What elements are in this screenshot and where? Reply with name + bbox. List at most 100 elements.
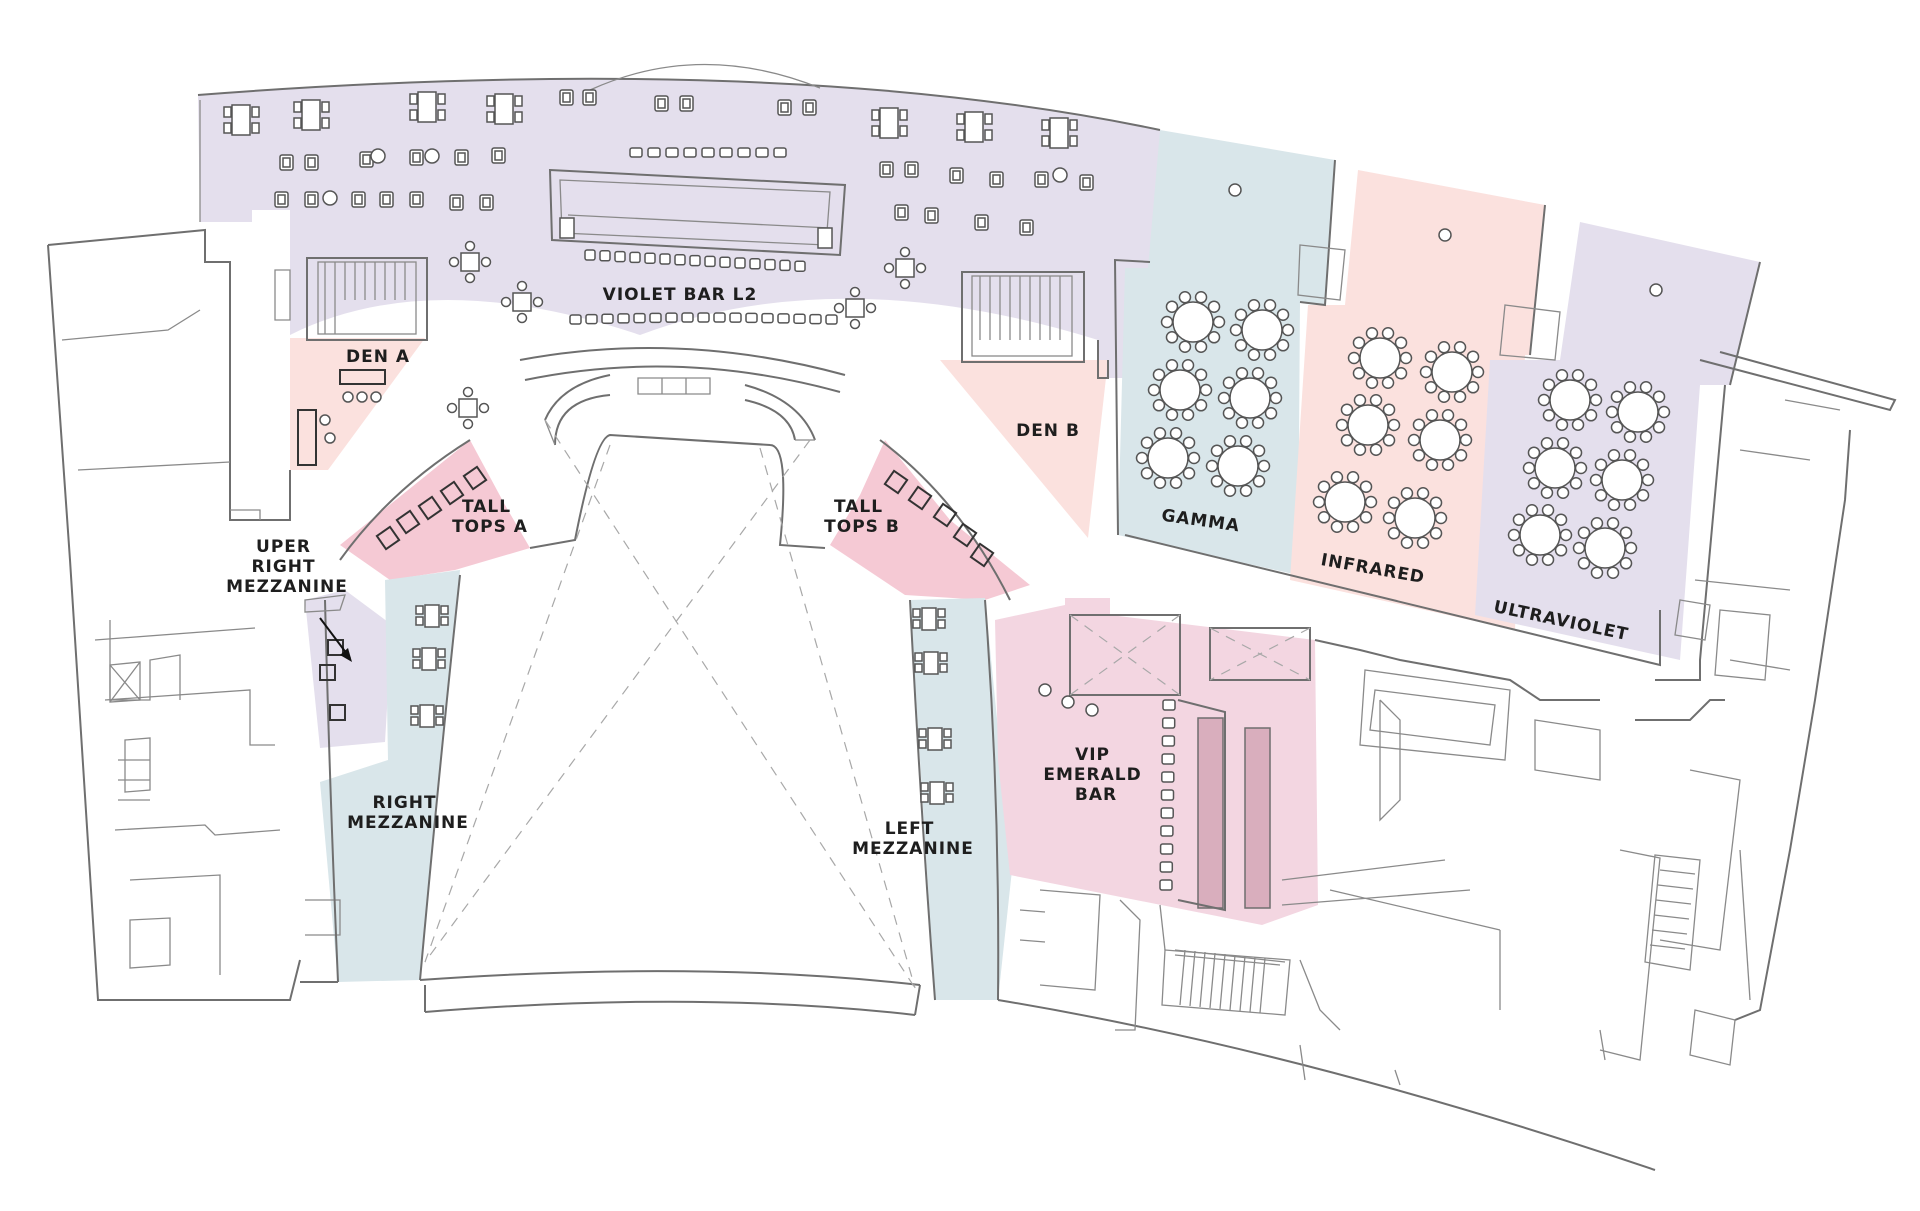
banquet-chair [1400,536,1414,549]
banquet-chair [1542,378,1556,391]
banquet-chair [1251,416,1265,429]
lounge-chair-seat [362,154,371,165]
banquet-round-table [1601,459,1643,501]
lounge-chair-seat [992,174,1001,185]
booth-seat [437,93,446,105]
banquet-chair [1269,391,1283,405]
four-top-chair [464,272,476,284]
banquet-chair [1181,359,1195,372]
banquet-chair [1387,527,1401,540]
zone-right-mezzanine[interactable] [320,570,460,982]
banquet-chair [1537,393,1551,407]
zone-violet-bar-l2[interactable] [198,78,1160,379]
banquet-chair [1639,381,1653,394]
banquet-chair [1525,504,1539,517]
booth-table [417,91,437,123]
banquet-chair [1574,461,1588,475]
lounge-chair-seat [952,170,961,181]
vip-bar-stool [1160,825,1174,837]
banquet-chair [1610,421,1624,434]
bar-stool [659,253,671,265]
lounge-chair-seat [897,207,906,218]
banquet-chair [1522,461,1536,475]
mezzanine-chair [914,652,923,662]
four-top-chair [899,246,911,258]
banquet-chair [1412,449,1426,462]
banquet-chair [1247,299,1261,312]
banquet-chair [1466,350,1480,363]
zone-uper-right-mezzanine[interactable] [305,590,392,748]
lounge-chair-seat [282,157,291,168]
tall-top-table [932,502,958,528]
lounge-chair-seat [277,194,286,205]
banquet-chair [1412,418,1426,431]
four-top-chair [478,402,490,414]
zone-tall-tops-b[interactable] [830,440,1030,600]
vip-bar-stool [1159,843,1174,855]
bar-stool [794,260,806,272]
banquet-chair [1194,399,1208,412]
four-top-chair [915,262,927,274]
bar-stool [644,252,656,264]
vip-bar-stool [1161,753,1175,765]
bar-stool [617,313,630,324]
label-den-a: DEN A [346,347,410,367]
vip-cocktail-table [1061,695,1075,709]
banquet-chair [1235,416,1249,429]
mezzanine-chair [945,782,954,792]
mezzanine-chair [937,608,946,618]
banquet-chair [1619,557,1633,570]
zone-den-b[interactable] [940,360,1108,538]
banquet-chair [1382,434,1396,447]
lounge-chair-seat [657,98,666,109]
banquet-chair [1147,383,1161,397]
zone-left-mezzanine[interactable] [910,598,1012,1000]
den-a-stool [324,432,336,444]
banquet-chair [1382,403,1396,416]
bar-stool [737,147,751,158]
banquet-chair [1223,484,1237,497]
mezzanine-chair [412,659,421,669]
four-top-chair [849,286,861,298]
bar-stool [755,147,769,158]
banquet-round-table [1229,377,1271,419]
banquet-chair [1441,458,1455,471]
vip-bar-stool [1160,807,1174,819]
banquet-round-table [1172,301,1214,343]
zone-den-a[interactable] [290,338,425,470]
four-top-chair [464,240,476,252]
banquet-chair [1353,394,1367,407]
banquet-chair [1584,409,1598,422]
banquet-round-table [1359,337,1401,379]
walls [47,63,1897,1171]
den-a-bench [297,409,317,466]
banquet-chair [1340,403,1354,416]
booth-seat [293,117,302,129]
banquet-round-table [1519,514,1561,556]
banquet-chair [1437,341,1451,354]
banquet-chair [1569,477,1583,490]
banquet-round-table [1159,369,1201,411]
booth-seat [899,125,908,137]
banquet-round-table [1347,404,1389,446]
vip-bar-stool [1161,771,1175,783]
bar-stool [719,256,731,268]
lounge-chair-seat [882,164,891,175]
den-a-stool [319,414,331,426]
banquet-chair [1217,391,1231,405]
banquet-chair [1153,476,1167,489]
label-vip-emerald-bar: VIP EMERALD BAR [1043,745,1148,805]
booth-seat [321,101,330,113]
bar-stool [689,254,701,267]
banquet-chair [1606,566,1620,579]
banquet-chair [1152,399,1166,412]
banquet-chair [1369,443,1383,456]
banquet-chair [1471,365,1485,379]
banquet-chair [1281,323,1295,337]
lounge-chair-seat [562,92,571,103]
banquet-chair [1400,487,1414,500]
mezzanine-pointer-arrow [319,617,352,662]
banquet-chair [1181,408,1195,421]
banquet-chair [1178,291,1192,304]
mezzanine-chair [939,652,948,662]
